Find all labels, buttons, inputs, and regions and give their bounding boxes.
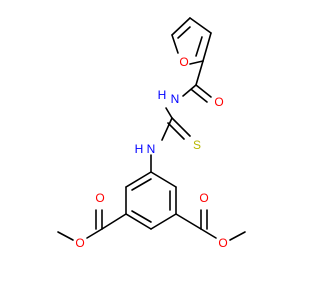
bond [150, 171, 177, 188]
middle-nitrogen-label: N [147, 142, 156, 156]
top-nh-hydrogen-label: H [158, 88, 167, 102]
bond [171, 34, 179, 54]
furan-oxygen-label: O [179, 55, 188, 69]
molecule-canvas: O O H N S H N O O O O [57, 17, 246, 250]
bond [175, 213, 202, 230]
bonds [57, 17, 246, 241]
right-ester-ether-oxygen-label: O [218, 236, 227, 250]
bond [191, 89, 208, 103]
bond [165, 107, 173, 119]
bond [195, 60, 204, 86]
right-ester-carbonyl-oxygen-label: O [199, 191, 208, 205]
bond [189, 17, 212, 34]
bond [200, 228, 217, 239]
bond [125, 171, 152, 188]
bond [177, 26, 191, 39]
bond [189, 60, 204, 65]
bond [167, 122, 185, 140]
middle-nh-hydrogen-label: H [135, 142, 144, 156]
bond [125, 213, 152, 230]
thione-sulfur-label: S [193, 138, 201, 152]
top-nitrogen-label: N [171, 92, 180, 106]
left-ester-ether-oxygen-label: O [75, 236, 84, 250]
bond [57, 231, 74, 241]
amide-oxygen-label: O [214, 95, 223, 109]
bond [202, 32, 212, 62]
bond [229, 231, 246, 241]
bond [195, 84, 212, 98]
bond [161, 117, 173, 141]
bond [182, 84, 197, 97]
left-ester-carbonyl-oxygen-label: O [95, 191, 104, 205]
bond [101, 213, 127, 230]
structure-diagram: O O H N S H N O O O O [57, 17, 246, 250]
bond [86, 228, 103, 239]
bond [131, 210, 152, 223]
bond [171, 117, 191, 137]
bond [150, 213, 177, 230]
bond [195, 36, 203, 57]
atom-labels: O O H N S H N O O O O [75, 55, 227, 250]
bond [171, 17, 191, 36]
bond [131, 178, 152, 191]
